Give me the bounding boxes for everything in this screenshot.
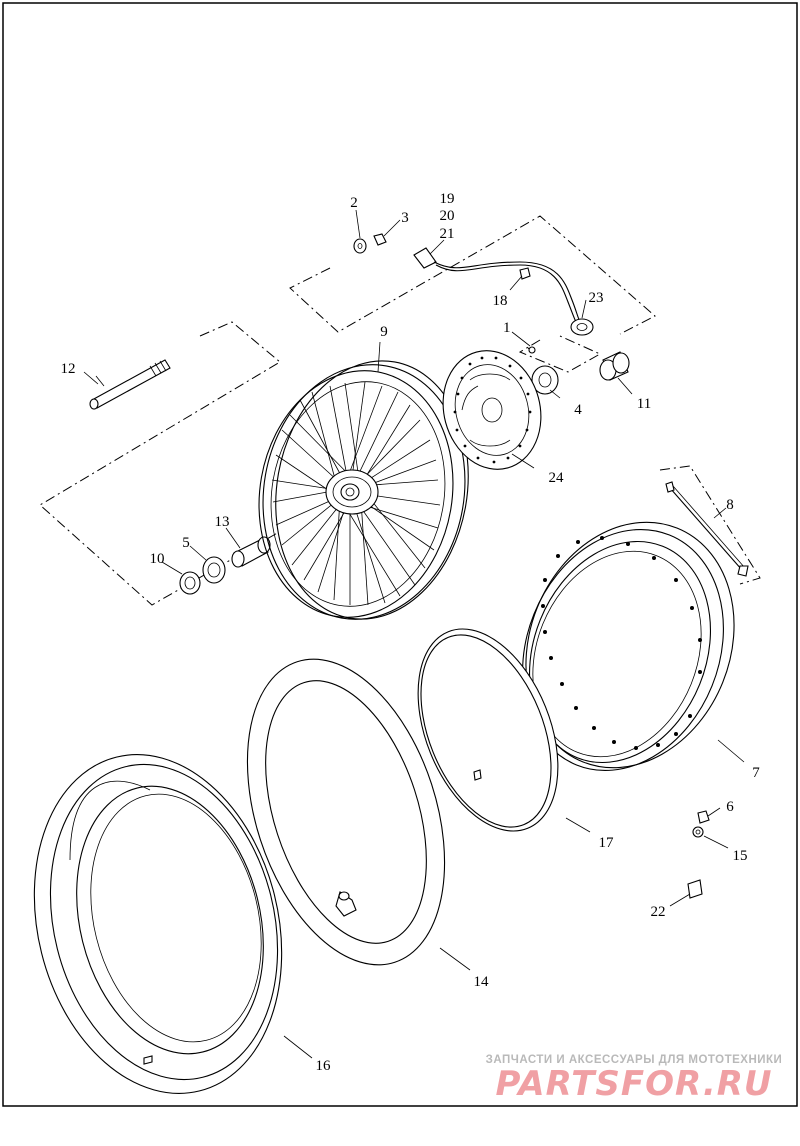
callout-19: 19 [440,191,455,207]
callout-11: 11 [637,396,651,412]
callout-22: 22 [651,904,666,920]
callout-7: 7 [752,765,760,781]
callout-12: 12 [61,361,76,377]
leader-lines [95,209,745,1059]
brake-disc [442,350,542,470]
watermark: ЗАПЧАСТИ И АКСЕССУАРЫ ДЛЯ МОТОТЕХНИКИ PA… [486,1054,783,1104]
spoked-wheel [258,360,469,620]
axle [83,359,171,410]
rim [522,521,735,772]
washer-nut [353,233,387,254]
callout-18: 18 [493,293,508,309]
spoke [665,481,749,577]
callout-16: 16 [316,1058,332,1074]
callout-8: 8 [726,497,734,513]
callout-23: 23 [589,290,604,306]
watermark-tagline: ЗАПЧАСТИ И АКСЕССУАРЫ ДЛЯ МОТОТЕХНИКИ [486,1054,783,1066]
rim-strip [417,628,559,832]
watermark-logo: PARTSFOR.RU [495,1064,772,1104]
group-outlines [39,215,761,606]
left-hub-parts [179,536,271,595]
callout-3: 3 [401,210,409,226]
callout-13: 13 [215,514,230,530]
callout-6: 6 [726,799,734,815]
page-border [2,2,798,1107]
callout-20: 20 [440,208,455,224]
callout-17: 17 [599,835,615,851]
callout-15: 15 [733,848,748,864]
callout-24: 24 [549,470,565,486]
right-hub-parts [527,346,630,395]
callout-5: 5 [182,535,190,551]
callout-labels: 1 2 3 4 5 6 7 8 9 10 11 12 13 14 15 16 1… [61,191,761,1074]
callout-21: 21 [440,226,455,242]
callout-1: 1 [503,320,511,336]
inner-tube [246,658,446,966]
wheel-speed-sensor [413,247,594,336]
callout-14: 14 [474,974,490,990]
tire [33,754,283,1094]
small-parts [687,810,710,899]
callout-9: 9 [380,324,388,340]
callout-10: 10 [150,551,165,567]
callout-2: 2 [350,195,358,211]
callout-4: 4 [574,402,582,418]
